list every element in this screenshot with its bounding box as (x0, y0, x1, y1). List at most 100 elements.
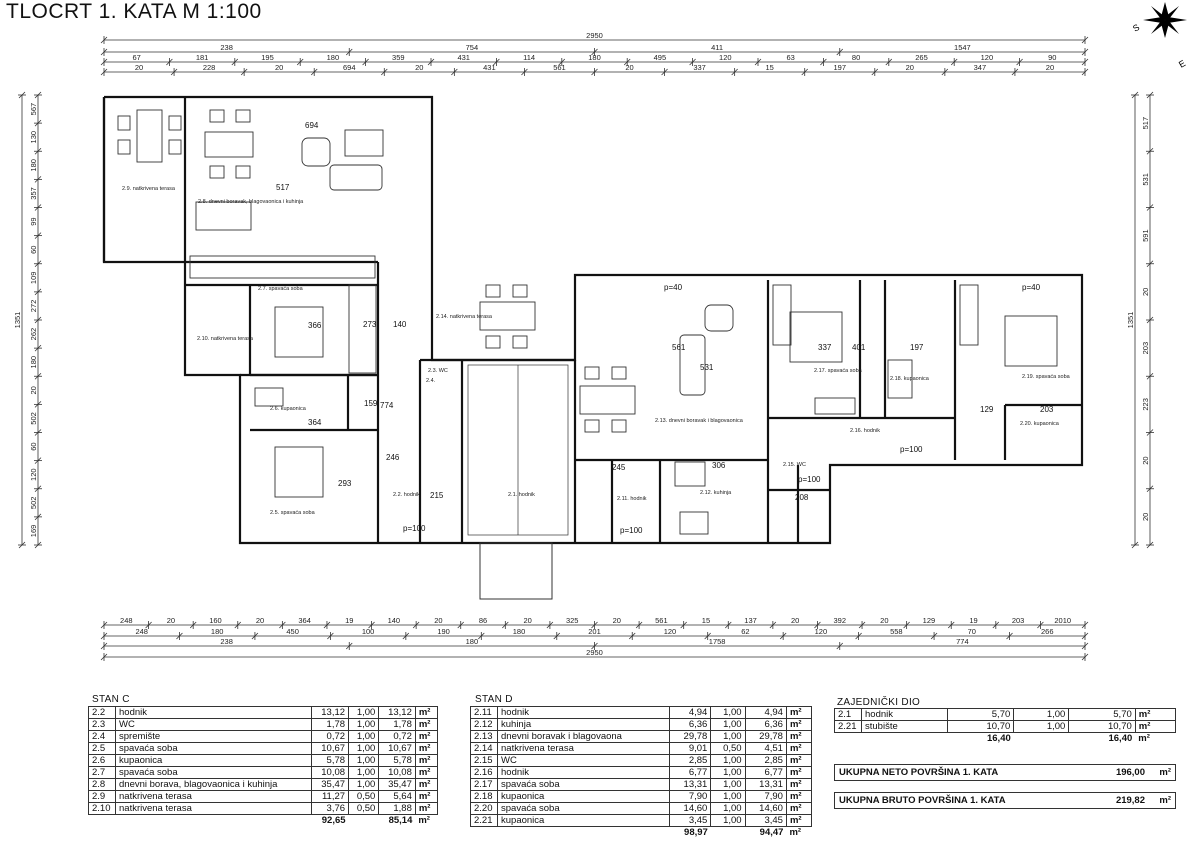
room-label: 2.12. kuhinja (700, 490, 732, 496)
table-cell: 5,78 (378, 754, 416, 767)
dim-label: 754 (466, 43, 479, 52)
room-label: 2.9. natkrivena terasa (122, 186, 176, 192)
unit-cell: m² (414, 766, 439, 779)
dim-label: 20 (415, 63, 423, 72)
dim-label: 19 (969, 616, 977, 625)
dim-label: 1547 (954, 43, 971, 52)
table-cell: spremište (114, 730, 313, 743)
table-cell: WC (114, 718, 313, 731)
table-cell: 2.13 (470, 730, 498, 743)
table-cell: natkrivena terasa (114, 790, 313, 803)
unit-cell: m² (414, 718, 439, 731)
table-cell: 1,00 (710, 754, 746, 767)
dim-label: 364 (298, 616, 311, 625)
table-cell: 1,00 (710, 718, 746, 731)
room-label: 2.19. spavaća soba (1022, 374, 1071, 380)
dim-label: 238 (220, 637, 233, 646)
compass-s: S (1131, 22, 1141, 34)
dim-label: 238 (220, 43, 233, 52)
unit-cell: m² (1134, 708, 1177, 721)
dim-label: 248 (120, 616, 133, 625)
dim-label: 20 (1046, 63, 1054, 72)
bruto-summary: UKUPNA BRUTO POVRŠINA 1. KATA 219,82 m² (834, 792, 1176, 809)
building-walls (102, 95, 1084, 545)
table-cell: 5,78 (311, 754, 350, 767)
table-cell: stubište (861, 720, 948, 733)
table-cell: 10,67 (378, 742, 416, 755)
dim-label: 203 (1012, 616, 1025, 625)
dim-label: 262 (29, 328, 38, 341)
table-cell: 2.21 (834, 720, 862, 733)
room-dim: 531 (700, 363, 714, 372)
dim-label: 109 (29, 272, 38, 285)
table-cell: 4,94 (668, 706, 712, 719)
dim-label: 70 (968, 627, 976, 636)
table-cell: 2.18 (470, 790, 498, 803)
table-cell: 2.3 (88, 718, 116, 731)
zajednicki-caption: ZAJEDNIČKI DIO (837, 697, 921, 708)
dim-label: 20 (906, 63, 914, 72)
dim-label: 392 (833, 616, 846, 625)
dim-label: 60 (29, 442, 38, 450)
table-cell: 2.6 (88, 754, 116, 767)
table-cell: 10,08 (311, 766, 350, 779)
unit-cell: m² (414, 730, 439, 743)
dim-label: 20 (523, 616, 531, 625)
total-cell: 98,97 (669, 826, 711, 838)
table-cell: 1,00 (1013, 720, 1070, 733)
table-cell: 2,85 (668, 754, 712, 767)
total-cell: 16,40 (947, 732, 1014, 744)
dim-label: 140 (388, 616, 401, 625)
table-cell: spavaća soba (114, 742, 313, 755)
table-cell: 1,00 (348, 706, 380, 719)
room-label: 2.18. kupaonica (890, 376, 930, 382)
unit-cell: m² (785, 742, 813, 755)
dim-label: 100 (362, 627, 375, 636)
dim-label: 20 (434, 616, 442, 625)
total-cell: 92,65 (311, 814, 349, 826)
table-cell: 2.17 (470, 778, 498, 791)
table-cell: 1,00 (710, 766, 746, 779)
unit-cell: m² (785, 766, 813, 779)
entrance-steps (479, 542, 553, 600)
room-dim: p=100 (620, 526, 643, 535)
table-cell: hodnik (497, 706, 670, 719)
room-dim: 364 (308, 418, 322, 427)
room-label: 2.17. spavaća soba (814, 368, 863, 374)
dim-label: 20 (135, 63, 143, 72)
table-cell: 11,27 (311, 790, 350, 803)
dim-label: 169 (29, 525, 38, 538)
dim-label: 137 (744, 616, 757, 625)
dim-label: 517 (1141, 117, 1150, 130)
unit-cell: m² (786, 826, 812, 838)
table-cell: 7,90 (744, 790, 787, 803)
table-cell: 2.4 (88, 730, 116, 743)
table-cell: 2.8 (88, 778, 116, 791)
empty-cell (862, 733, 948, 745)
table-cell: 0,72 (311, 730, 350, 743)
dim-label: 20 (1141, 513, 1150, 521)
table-cell: 1,00 (348, 742, 380, 755)
empty-cell (711, 827, 745, 839)
table-cell: 13,12 (378, 706, 416, 719)
dim-label: 502 (29, 412, 38, 425)
room-dim: 774 (380, 401, 394, 410)
room-dim: 366 (308, 321, 322, 330)
table-cell: 5,70 (1068, 708, 1136, 721)
table-cell: 2,85 (744, 754, 787, 767)
room-dim: 140 (393, 320, 407, 329)
dim-label: 180 (466, 637, 479, 646)
room-dim: 561 (672, 343, 686, 352)
dim-label: 15 (702, 616, 710, 625)
dim-label: 357 (29, 187, 38, 200)
